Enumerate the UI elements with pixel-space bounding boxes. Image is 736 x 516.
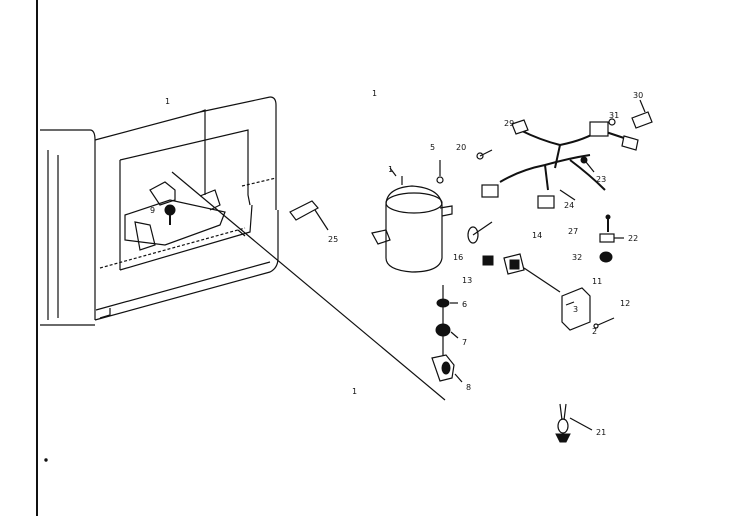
- screw-part-12: [593, 317, 615, 329]
- callout-12: 12: [620, 299, 630, 308]
- callout-1-top: 1: [165, 97, 170, 106]
- callout-13: 13: [462, 276, 472, 285]
- capacitor-box-part-11: [561, 287, 591, 331]
- callout-29: 29: [504, 119, 514, 128]
- compressor: [371, 167, 453, 273]
- callout-23: 23: [596, 175, 606, 184]
- callout-22: 22: [628, 234, 638, 243]
- callout-32: 32: [572, 253, 582, 262]
- tube-part-25: [289, 200, 329, 231]
- callout-1-compressor: 1: [388, 165, 393, 174]
- callout-1-lower: 1: [352, 387, 357, 396]
- callout-small-b: 2: [592, 327, 597, 336]
- callout-5: 5: [430, 143, 435, 152]
- callout-21: 21: [596, 428, 606, 437]
- callout-31: 31: [609, 111, 619, 120]
- callout-11: 11: [592, 277, 602, 286]
- screw-part-9: [164, 204, 176, 225]
- washer-part-6: [436, 298, 458, 308]
- stem-part-5: [436, 160, 444, 184]
- callout-9: 9: [150, 206, 155, 215]
- callout-small-a: 3: [573, 305, 578, 314]
- leader-line-main: [171, 171, 446, 401]
- wiring-harness-part-24: [481, 119, 639, 209]
- callout-27: 27: [568, 227, 578, 236]
- callout-25: 25: [328, 235, 338, 244]
- callout-1-center: 1: [372, 89, 377, 98]
- callout-24: 24: [564, 201, 574, 210]
- clip-part-20: [476, 149, 493, 160]
- connector-part-30: [631, 99, 653, 129]
- clip-part-31: [608, 118, 616, 126]
- callout-6: 6: [462, 300, 467, 309]
- bracket-part-8: [431, 354, 463, 383]
- callout-14: 14: [532, 231, 542, 240]
- clamp-part-21: [555, 403, 593, 443]
- callout-8: 8: [466, 383, 471, 392]
- callout-30: 30: [633, 91, 643, 100]
- dot-marker: [44, 458, 48, 462]
- overload-part-14: [503, 253, 561, 293]
- callout-20: 20: [456, 143, 466, 152]
- fitting-part-16: [467, 221, 493, 244]
- callout-16: 16: [453, 253, 463, 262]
- refrigerator-cabinet: [40, 96, 279, 326]
- relay-part-13: [482, 255, 494, 266]
- clip-part-23: [580, 156, 595, 173]
- grommet-part-7: [435, 323, 459, 339]
- screw-part-27: [605, 214, 611, 232]
- grommet-part-32: [599, 251, 613, 263]
- callout-7: 7: [462, 338, 467, 347]
- terminal-part-22: [599, 233, 624, 243]
